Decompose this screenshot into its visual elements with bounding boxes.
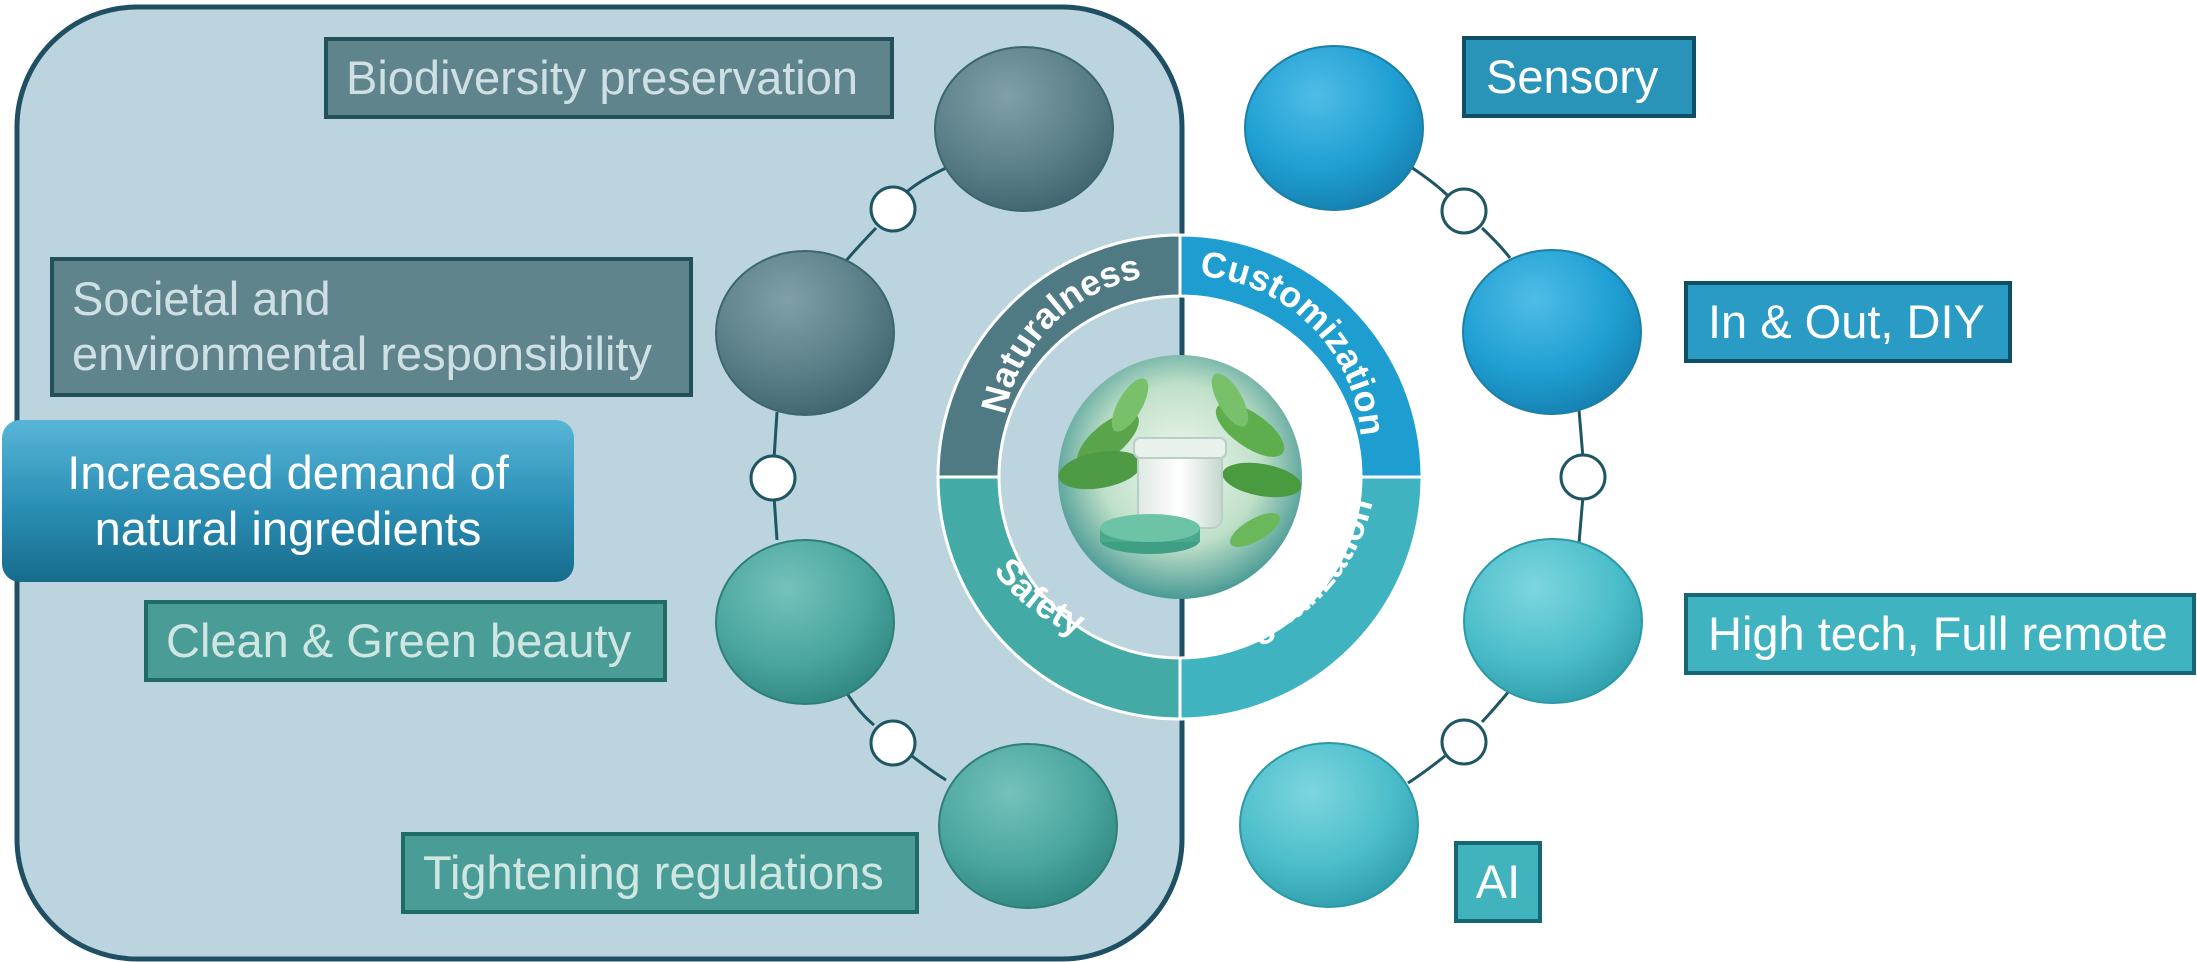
connector-line (772, 495, 779, 541)
label-sensory: Sensory (1462, 36, 1696, 118)
connector-line (1407, 163, 1452, 200)
label-biodiversity: Biodiversity preservation (324, 37, 894, 119)
connector-node (1440, 187, 1488, 235)
connector-node (749, 454, 797, 502)
node-inout (1462, 249, 1642, 415)
connector-node (1559, 453, 1607, 501)
connector-line (1577, 409, 1585, 459)
connector-line (1407, 754, 1446, 785)
label-sensory-text: Sensory (1486, 49, 1659, 103)
connector-node (869, 185, 917, 233)
node-biodiversity (934, 46, 1114, 212)
connector-nodes (749, 185, 1607, 767)
label-societal: Societal and environmental responsibilit… (50, 257, 693, 397)
label-biodiversity-text: Biodiversity preservation (346, 50, 858, 104)
highlight-increased-demand: Increased demand of natural ingredients (2, 420, 574, 582)
connector-line (1480, 226, 1512, 259)
highlight-line2: natural ingredients (94, 502, 482, 555)
label-inout-text: In & Out, DIY (1708, 294, 1985, 348)
connector-line (1480, 689, 1512, 724)
ring-digitalization (1178, 475, 1424, 721)
node-ai (1239, 742, 1419, 908)
node-hightech (1463, 538, 1643, 704)
label-inout: In & Out, DIY (1684, 281, 2012, 363)
label-hightech-text: High tech, Full remote (1708, 606, 2168, 660)
label-tightening-text: Tightening regulations (423, 845, 884, 899)
connector-line (1577, 495, 1585, 544)
label-societal-line2: environmental responsibility (72, 327, 652, 380)
node-tightening (938, 743, 1118, 909)
label-societal-line1: Societal and (72, 272, 331, 326)
label-tightening: Tightening regulations (401, 832, 919, 914)
connector-line (772, 411, 779, 460)
connector-node (869, 719, 917, 767)
label-hightech: High tech, Full remote (1684, 593, 2196, 675)
label-ai: AI (1454, 841, 1542, 923)
node-sensory (1244, 45, 1424, 211)
cosmetic-jar-icon (1058, 355, 1302, 599)
label-ai-text: AI (1475, 854, 1521, 908)
connector-node (1440, 718, 1488, 766)
node-societal (715, 250, 895, 416)
highlight-line1: Increased demand of (67, 446, 509, 499)
central-ring (936, 233, 1424, 721)
label-clean-green-text: Clean & Green beauty (166, 613, 632, 667)
node-clean-green (715, 539, 895, 705)
label-clean-green: Clean & Green beauty (144, 600, 667, 682)
connector-line (911, 754, 947, 782)
